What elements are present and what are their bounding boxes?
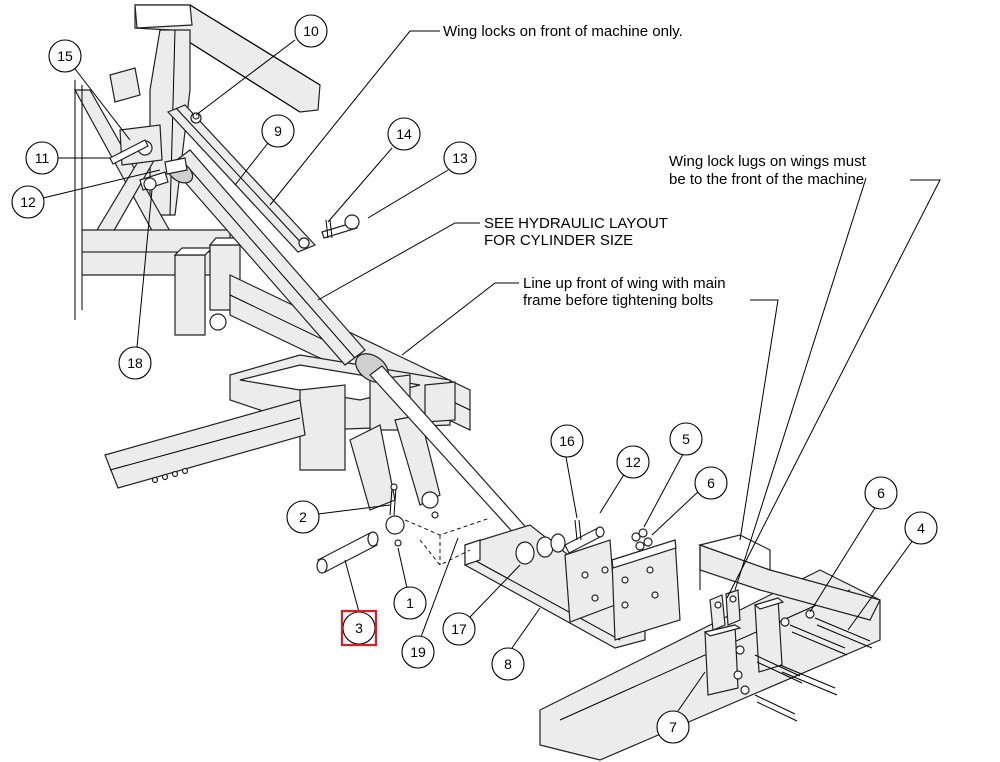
callout-3: 3 [342, 611, 376, 645]
svg-text:3: 3 [355, 620, 363, 636]
svg-text:1: 1 [406, 595, 414, 611]
callout-11: 11 [25, 141, 59, 175]
callout-6-upper: 6 [694, 466, 728, 500]
svg-text:6: 6 [707, 475, 715, 491]
note-hydraulic-line2: FOR CYLINDER SIZE [484, 232, 633, 249]
svg-text:13: 13 [452, 150, 468, 166]
hinge-pin-3 [316, 531, 379, 574]
callout-10: 10 [294, 14, 328, 48]
callout-17: 17 [442, 612, 476, 646]
bolt-2 [389, 483, 439, 547]
svg-text:18: 18 [127, 355, 143, 371]
callout-9: 9 [261, 114, 295, 148]
bolts [733, 609, 873, 722]
note-hydraulic-line1: SEE HYDRAULIC LAYOUT [484, 215, 668, 232]
nuts-washers [631, 528, 653, 551]
svg-text:10: 10 [303, 23, 319, 39]
highlight-box [340, 609, 378, 647]
svg-text:17: 17 [451, 621, 467, 637]
svg-text:11: 11 [35, 150, 50, 166]
callout-16: 16 [550, 424, 584, 458]
svg-text:14: 14 [396, 126, 412, 142]
svg-text:6: 6 [877, 485, 885, 501]
callout-12-upper: 12 [11, 185, 45, 219]
svg-text:16: 16 [559, 433, 575, 449]
callout-12-lower: 12 [616, 445, 650, 479]
svg-text:4: 4 [917, 520, 925, 536]
note-lineup-line1: Line up front of wing with main [523, 275, 726, 292]
hydraulic-cylinder [166, 149, 558, 564]
callout-8: 8 [491, 647, 525, 681]
svg-text:12: 12 [20, 194, 36, 210]
callout-2: 2 [286, 500, 320, 534]
leader-lines [42, 30, 941, 712]
note-wing-locks: Wing locks on front of machine only. [443, 23, 683, 40]
note-lugs-line1: Wing lock lugs on wings must [669, 153, 867, 170]
pin-and-clip [321, 214, 360, 239]
svg-text:15: 15 [57, 48, 73, 64]
clamp-plates [703, 597, 785, 696]
callout-15: 15 [48, 39, 82, 73]
svg-text:5: 5 [682, 431, 690, 447]
callout-14: 14 [387, 117, 421, 151]
callout-19: 19 [401, 635, 435, 669]
note-lineup-line2: frame before tightening bolts [523, 292, 713, 309]
svg-text:12: 12 [625, 454, 641, 470]
callout-6-lower: 6 [864, 476, 898, 510]
assembly-dashed-lines [404, 517, 491, 566]
svg-text:2: 2 [299, 509, 307, 525]
svg-text:7: 7 [669, 719, 677, 735]
upper-pins [109, 112, 200, 191]
wing-arm [464, 524, 681, 649]
svg-text:8: 8 [504, 656, 512, 672]
note-lugs-line2: be to the front of the machine [669, 171, 864, 188]
callout-13: 13 [443, 141, 477, 175]
svg-text:19: 19 [410, 644, 426, 660]
callout-5: 5 [669, 422, 703, 456]
callout-7: 7 [656, 710, 690, 744]
wing-lock-bar [166, 104, 317, 253]
callout-4: 4 [904, 511, 938, 545]
pin-16 [564, 519, 605, 554]
callout-18: 18 [118, 346, 152, 380]
svg-text:9: 9 [274, 123, 282, 139]
callout-1: 1 [393, 586, 427, 620]
